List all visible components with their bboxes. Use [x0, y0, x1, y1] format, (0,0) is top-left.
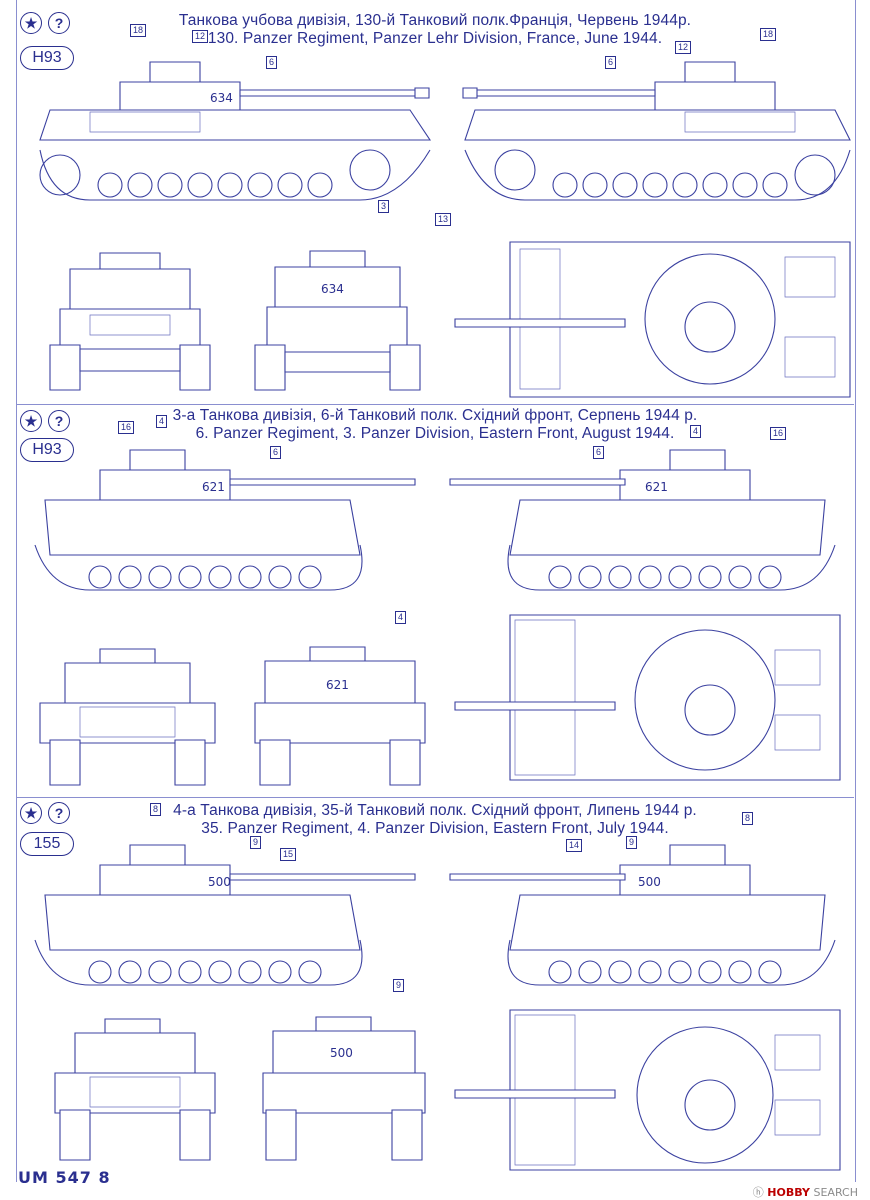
callout-marker: 9 — [626, 836, 638, 849]
question-badge-icon: ? — [48, 12, 70, 34]
section-title-en: 35. Panzer Regiment, 4. Panzer Division,… — [201, 820, 669, 837]
tank-top-view — [455, 1005, 850, 1175]
road-wheels — [549, 961, 781, 983]
callout-marker: 4 — [156, 415, 168, 428]
tank-right-profile: 500 — [440, 840, 840, 990]
watermark-logo-icon: ⓗ — [752, 1186, 764, 1199]
tank-front-view — [50, 245, 210, 395]
callout-marker: 16 — [770, 427, 787, 440]
callout-marker: 15 — [280, 848, 297, 861]
badge-row: ★ ? — [20, 410, 70, 432]
watermark-brand: HOBBY — [767, 1186, 810, 1199]
tank-front-view — [35, 645, 220, 790]
callout-marker: 14 — [566, 839, 583, 852]
road-wheels — [89, 566, 321, 588]
tank-top-view — [455, 610, 850, 785]
section-title-ua: 4-а Танкова дивізія, 35-й Танковий полк.… — [173, 802, 697, 819]
road-wheels — [553, 173, 787, 197]
kit-code: UM 547 8 — [18, 1168, 111, 1187]
section-title-ua: Танкова учбова дивізія, 130-й Танковий п… — [178, 12, 692, 29]
turret-number: 621 — [645, 480, 668, 494]
callout-marker: 9 — [250, 836, 262, 849]
star-badge-icon: ★ — [20, 12, 42, 34]
paint-code: 155 — [20, 832, 74, 856]
callout-marker: 13 — [435, 213, 452, 226]
section-title-en: 130. Panzer Regiment, Panzer Lehr Divisi… — [207, 30, 663, 47]
callout-marker: 6 — [270, 446, 282, 459]
turret-number: 634 — [210, 91, 233, 105]
callout-marker: 3 — [378, 200, 390, 213]
callout-marker: 6 — [266, 56, 278, 69]
tank-right-profile: 621 — [440, 445, 840, 595]
callout-marker: 8 — [150, 803, 162, 816]
tank-rear-view: 621 — [250, 645, 430, 790]
watermark: ⓗ HOBBY SEARCH — [753, 1184, 858, 1200]
star-badge-icon: ★ — [20, 802, 42, 824]
turret-number: 621 — [202, 480, 225, 494]
callout-marker: 12 — [192, 30, 209, 43]
callout-marker: 18 — [760, 28, 777, 41]
tank-rear-view: 634 — [255, 245, 420, 395]
paint-code: H93 — [20, 438, 74, 462]
road-wheels — [89, 961, 321, 983]
road-wheels — [549, 566, 781, 588]
callout-marker: 6 — [593, 446, 605, 459]
callout-marker: 18 — [130, 24, 147, 37]
section-title-ua: 3-а Танкова дивізія, 6-й Танковий полк. … — [172, 407, 698, 424]
callout-marker: 12 — [675, 41, 692, 54]
road-wheels — [98, 173, 332, 197]
turret-number: 500 — [208, 875, 231, 889]
paint-code: H93 — [20, 46, 74, 70]
section-divider — [16, 404, 854, 405]
watermark-text: SEARCH — [813, 1186, 858, 1199]
question-badge-icon: ? — [48, 410, 70, 432]
callout-marker: 9 — [393, 979, 405, 992]
question-badge-icon: ? — [48, 802, 70, 824]
turret-number: 500 — [638, 875, 661, 889]
rear-number: 634 — [321, 282, 344, 296]
tank-left-profile: 621 — [30, 445, 430, 595]
callout-marker: 6 — [605, 56, 617, 69]
callout-marker: 16 — [118, 421, 135, 434]
tank-right-profile — [455, 50, 855, 210]
tank-front-view — [50, 1015, 220, 1165]
sheet-frame — [16, 0, 856, 1182]
section-divider — [16, 797, 854, 798]
tank-left-profile: 500 — [30, 840, 430, 990]
badge-row: ★ ? — [20, 12, 70, 34]
callout-marker: 8 — [742, 812, 754, 825]
section-title-en: 6. Panzer Regiment, 3. Panzer Division, … — [195, 425, 675, 442]
tank-top-view — [455, 237, 855, 400]
tank-rear-view: 500 — [258, 1015, 430, 1165]
badge-row: ★ ? — [20, 802, 70, 824]
callout-marker: 4 — [690, 425, 702, 438]
tank-left-profile: 634 — [30, 50, 450, 210]
callout-marker: 4 — [395, 611, 407, 624]
rear-number: 500 — [330, 1046, 353, 1060]
rear-number: 621 — [326, 678, 349, 692]
star-badge-icon: ★ — [20, 410, 42, 432]
